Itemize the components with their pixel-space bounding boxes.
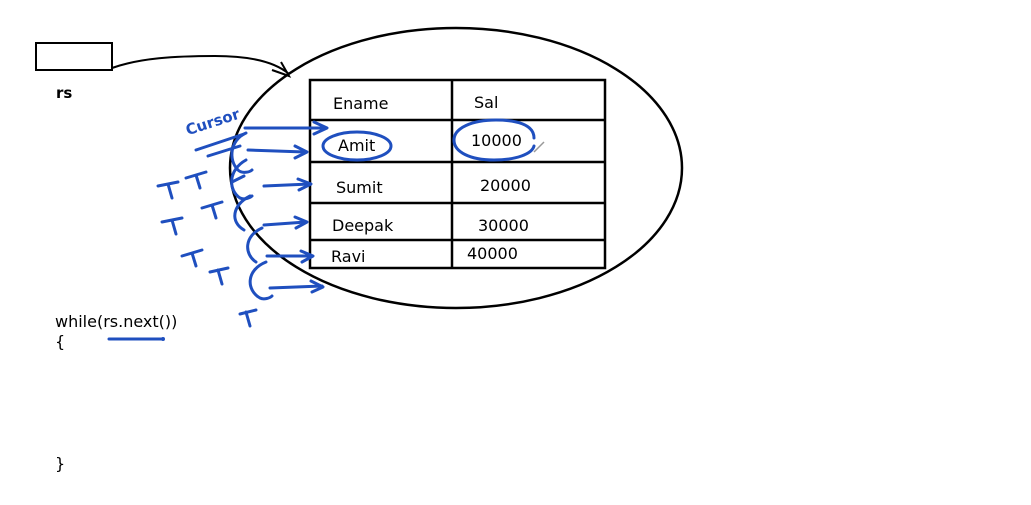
row-tick-6 xyxy=(208,266,230,286)
table-cell-sal: 30000 xyxy=(478,216,529,235)
row-tick-2 xyxy=(184,170,208,190)
table-cell-ename: Sumit xyxy=(336,178,383,197)
rs-variable-label: rs xyxy=(56,84,73,102)
cursor-hook-3 xyxy=(233,194,252,232)
table-cell-ename: Deepak xyxy=(332,216,394,235)
row-tick-7 xyxy=(238,308,258,328)
cursor-arrow-4 xyxy=(262,220,308,227)
reference-arrow xyxy=(111,54,290,75)
cursor-mark-2 xyxy=(206,144,242,158)
row-tick-5 xyxy=(180,248,204,268)
table-cell-sal: 10000 xyxy=(471,131,522,150)
pencil-mark xyxy=(533,141,545,153)
cursor-hook-4 xyxy=(246,226,264,264)
cursor-arrowhead-5 xyxy=(299,249,315,264)
cursor-arrowhead-2 xyxy=(293,144,309,160)
cursor-arrowhead-6 xyxy=(309,279,325,294)
table-cell-ename: Ravi xyxy=(331,247,366,266)
cursor-arrow-6 xyxy=(268,284,324,290)
code-close-brace: } xyxy=(55,454,66,473)
rs-variable-box xyxy=(35,42,113,71)
table-cell-ename: Amit xyxy=(338,136,376,155)
row-tick-8 xyxy=(230,174,246,184)
cursor-arrowhead-1 xyxy=(312,120,329,136)
amit-highlight-circle xyxy=(321,130,393,162)
cursor-mark-1 xyxy=(194,132,246,152)
row-tick-3 xyxy=(200,200,224,220)
table-header-sal: Sal xyxy=(474,93,499,112)
cursor-arrowhead-4 xyxy=(293,215,309,230)
resultset-table-grid xyxy=(308,78,607,270)
cursor-arrowhead-3 xyxy=(296,177,313,192)
code-while-loop: while(rs.next()) xyxy=(55,312,178,331)
cursor-hook-5 xyxy=(248,260,274,301)
resultset-ellipse xyxy=(228,26,684,310)
table-header-ename: Ename xyxy=(333,94,389,113)
salary-highlight-circle xyxy=(452,118,536,162)
loop-body-line-end xyxy=(161,337,165,341)
reference-arrowhead xyxy=(271,61,292,78)
cursor-annotations xyxy=(107,118,536,341)
table-cell-sal: 20000 xyxy=(480,176,531,195)
row-tick-1 xyxy=(156,180,180,200)
cursor-arrow-2 xyxy=(246,148,307,154)
code-open-brace: { xyxy=(55,332,66,351)
row-tick-4 xyxy=(160,216,184,236)
cursor-arrow-3 xyxy=(262,182,312,188)
table-cell-sal: 40000 xyxy=(467,244,518,263)
cursor-hook-1 xyxy=(230,131,254,174)
